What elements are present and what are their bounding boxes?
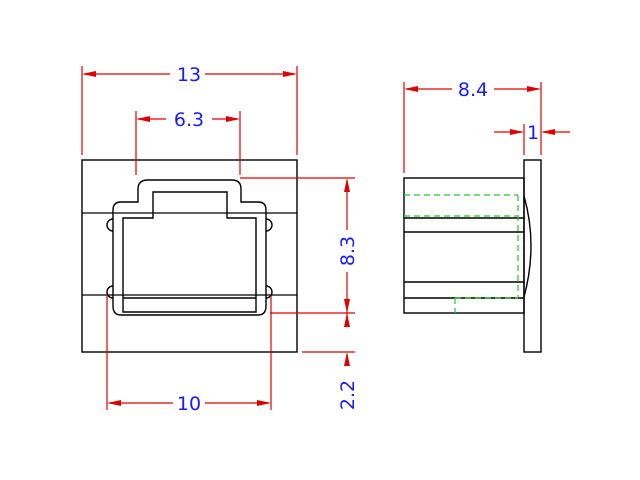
- front-latch-lower-right: [265, 285, 273, 299]
- front-outer-body: [81, 159, 298, 353]
- side-hidden-lines: [404, 194, 519, 313]
- dimension-jack-opening-width: 6.3: [135, 109, 241, 175]
- front-jack-opening: [122, 191, 257, 313]
- side-flange: [523, 159, 542, 353]
- front-latch-upper-left: [106, 218, 114, 232]
- dimension-bottom-offset: 2.2: [302, 311, 359, 410]
- dim-text-bottom-offset: 2.2: [337, 380, 359, 410]
- dimension-overall-width: 13: [81, 64, 298, 155]
- dim-text-jack-opening-width: 6.3: [174, 109, 204, 131]
- side-curved-face: [523, 195, 532, 298]
- front-view: 13 6.3 8.3 2.2: [81, 64, 359, 415]
- side-view: 8.4 1: [403, 79, 570, 353]
- dimension-pin-span: 10: [106, 296, 272, 415]
- dimension-opening-height: 8.3: [240, 177, 359, 314]
- dim-text-depth: 8.4: [458, 79, 488, 101]
- dim-text-pin-span: 10: [177, 393, 201, 415]
- dimension-flange-thickness: 1: [494, 122, 570, 155]
- front-housing-outline: [112, 179, 267, 316]
- front-latch-upper-right: [265, 218, 273, 232]
- dimension-depth: 8.4: [403, 79, 542, 173]
- dim-text-opening-height: 8.3: [337, 236, 359, 266]
- dim-text-flange-thickness: 1: [527, 122, 539, 144]
- side-body: [403, 177, 525, 314]
- dim-text-overall-width: 13: [177, 64, 201, 86]
- front-latch-lower-left: [106, 285, 114, 299]
